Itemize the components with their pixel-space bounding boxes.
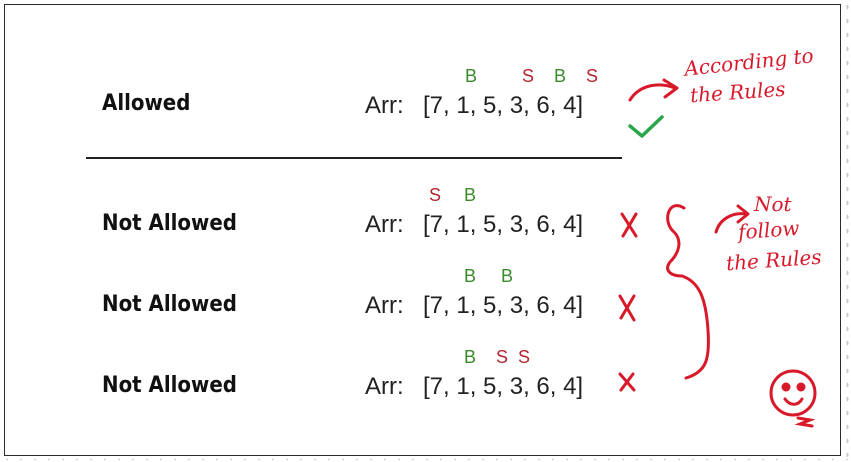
row-label-not-allowed: Not Allowed (102, 292, 237, 317)
row-label-allowed: Allowed (102, 91, 191, 116)
mark-sell: S (521, 66, 534, 86)
annotation-not-follow-line2: follow (737, 215, 801, 245)
mark-sell: S (495, 347, 508, 367)
array-row-4: Arr: [7, 1, 5, 3, 6, 4] (365, 373, 583, 401)
array-values: [7, 1, 5, 3, 6, 4] (423, 92, 584, 119)
array-row-3: Arr: [7, 1, 5, 3, 6, 4] (365, 292, 583, 320)
section-divider (86, 157, 622, 159)
dotted-border-bottom (0, 457, 851, 462)
mark-sell: S (428, 185, 441, 205)
mark-sell: S (585, 66, 598, 86)
arr-prefix: Arr: (365, 292, 404, 319)
row-label-not-allowed: Not Allowed (102, 373, 237, 398)
array-row-1: Arr: [7, 1, 5, 3, 6, 4] (365, 92, 583, 120)
dotted-border-right (844, 0, 851, 462)
mark-buy: B (463, 266, 476, 286)
mark-sell: S (517, 347, 530, 367)
array-values: [7, 1, 5, 3, 6, 4] (423, 292, 584, 319)
mark-buy: B (464, 66, 477, 86)
arr-prefix: Arr: (365, 92, 404, 119)
mark-buy: B (553, 66, 566, 86)
arr-prefix: Arr: (365, 373, 404, 400)
mark-buy: B (463, 185, 476, 205)
array-values: [7, 1, 5, 3, 6, 4] (423, 211, 584, 238)
annotation-not-follow-line1: Not (754, 192, 792, 216)
arr-prefix: Arr: (365, 211, 404, 238)
array-row-2: Arr: [7, 1, 5, 3, 6, 4] (365, 211, 583, 239)
mark-buy: B (463, 347, 476, 367)
row-label-not-allowed: Not Allowed (102, 211, 237, 236)
mark-buy: B (500, 266, 513, 286)
array-values: [7, 1, 5, 3, 6, 4] (423, 373, 584, 400)
